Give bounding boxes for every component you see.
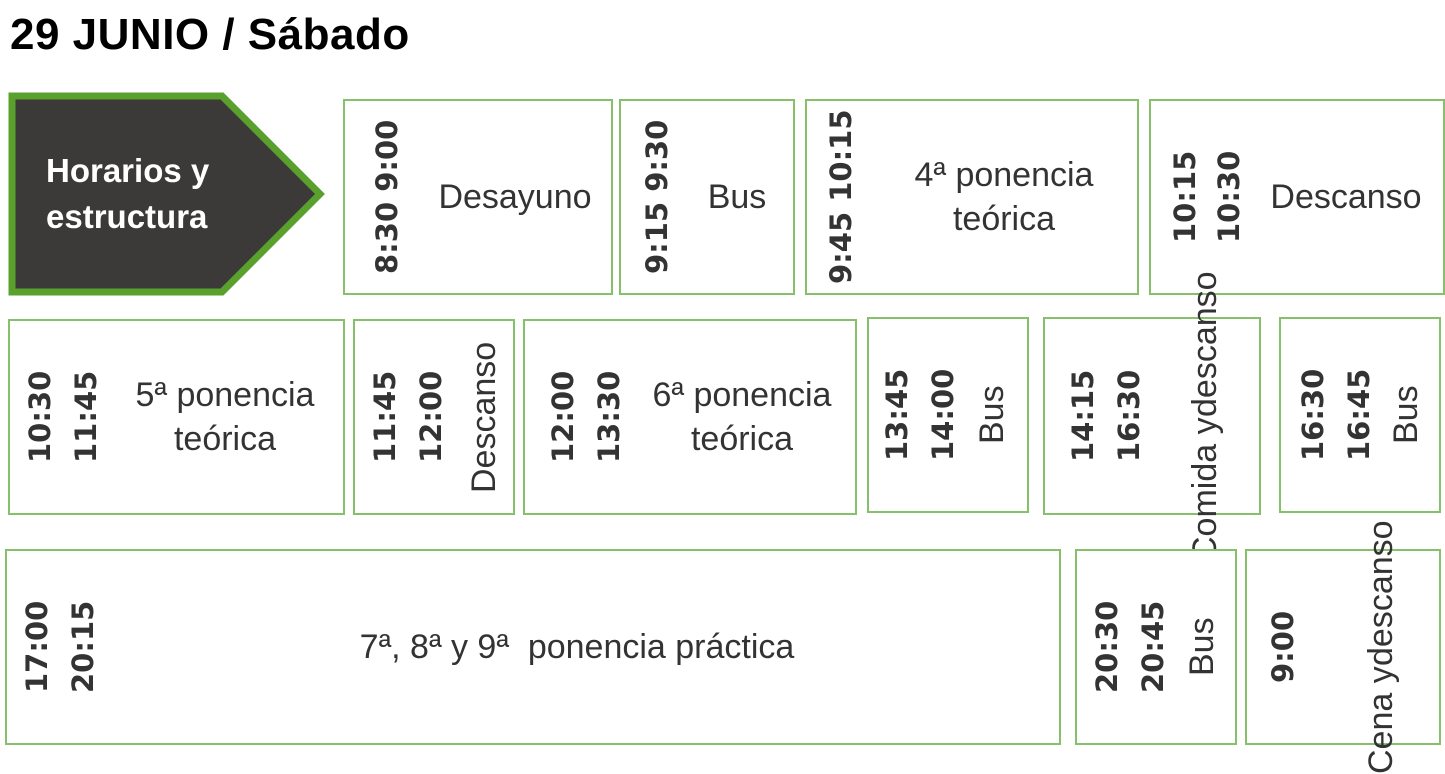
schedule-block-comida: 14:15 16:30 Comida y descanso [1043, 271, 1261, 561]
block-label-line-1: 6ª ponencia [652, 376, 832, 414]
schedule-block-descanso-2: 11:45 12:00 Descanso [353, 319, 515, 515]
time-start: 11:45 [368, 370, 402, 464]
time-start: 12:00 [546, 370, 580, 464]
time-start: 17:00 [20, 600, 54, 694]
time-start: 14:15 [1066, 369, 1100, 463]
block-label-line-2: teórica [690, 420, 794, 458]
schedule-block-cena: 9:00 Cena y descanso [1245, 520, 1441, 774]
block-label-line-1: Comida y [1186, 416, 1224, 561]
schedule-block-bus-4: 20:30 20:45 Bus [1075, 549, 1237, 745]
badge-line-1: Horarios y [46, 152, 210, 189]
time-start: 10:15 [1168, 150, 1202, 244]
time-end: 16:30 [1112, 369, 1146, 463]
page-title: 29 JUNIO / Sábado [10, 10, 410, 59]
time-end: 20:45 [1136, 600, 1170, 694]
block-label-line-2: descanso [1186, 271, 1224, 417]
time-end: 11:45 [69, 370, 103, 464]
schedule-block-ponencia-6: 12:00 13:30 6ª ponencia teórica [523, 319, 857, 515]
badge-label: Horarios y estructura [46, 148, 209, 240]
badge-arrow-shape [8, 92, 325, 296]
block-label: Cena y descanso [1333, 520, 1429, 773]
schedule-block-ponencia-practica: 17:00 20:15 7ª, 8ª y 9ª ponencia práctic… [5, 549, 1061, 745]
block-label-line-1: 4ª ponencia [914, 156, 1094, 194]
time-end: 20:15 [66, 600, 100, 694]
block-label-line-2: teórica [173, 420, 277, 458]
block-label-line-2: teórica [952, 200, 1056, 238]
time-end: 16:45 [1342, 368, 1376, 462]
schedule-block-bus-3: 16:30 16:45 Bus [1279, 317, 1441, 513]
block-label: Descanso [1270, 178, 1422, 216]
time-range: 9:15 9:30 [640, 119, 674, 275]
time-range: 8:30 9:00 [370, 119, 404, 275]
schedule-block-bus: 9:15 9:30 Bus [619, 99, 795, 295]
block-label-line-1: 5ª ponencia [135, 376, 315, 414]
block-label: 7ª, 8ª y 9ª ponencia práctica [359, 628, 795, 666]
badge-line-2: estructura [46, 198, 208, 235]
block-label: 5ª ponencia teórica [114, 321, 336, 513]
schedule-block-bus-2: 13:45 14:00 Bus [867, 317, 1029, 513]
schedule-block-desayuno: 8:30 9:00 Desayuno [343, 99, 613, 295]
time-start: 13:45 [880, 368, 914, 462]
block-label-line-2: descanso [1362, 520, 1400, 666]
time-start: 9:00 [1266, 610, 1300, 684]
block-label: 4ª ponencia teórica [877, 101, 1131, 293]
time-start: 10:30 [23, 370, 57, 464]
schedule-block-ponencia-5: 10:30 11:45 5ª ponencia teórica [8, 319, 345, 515]
time-range: 9:45 10:15 [824, 109, 858, 285]
section-badge: Horarios y estructura [8, 92, 328, 296]
schedule-block-descanso: 10:15 10:30 Descanso [1149, 99, 1445, 295]
block-label: Bus [1387, 385, 1425, 445]
block-label: Desayuno [438, 178, 592, 216]
block-label: Bus [973, 385, 1011, 445]
block-label: Bus [1183, 617, 1221, 677]
time-end: 14:00 [926, 368, 960, 462]
block-label: Bus [707, 178, 767, 216]
block-label: Comida y descanso [1157, 271, 1253, 560]
block-label-line-1: Cena y [1362, 665, 1400, 774]
block-label: Descanso [465, 341, 503, 493]
time-start: 16:30 [1296, 368, 1330, 462]
time-end: 10:30 [1212, 150, 1246, 244]
time-end: 13:30 [592, 370, 626, 464]
block-label: 6ª ponencia teórica [635, 321, 849, 513]
schedule-block-ponencia-4: 9:45 10:15 4ª ponencia teórica [805, 99, 1139, 295]
time-start: 20:30 [1090, 600, 1124, 694]
time-end: 12:00 [414, 370, 448, 464]
